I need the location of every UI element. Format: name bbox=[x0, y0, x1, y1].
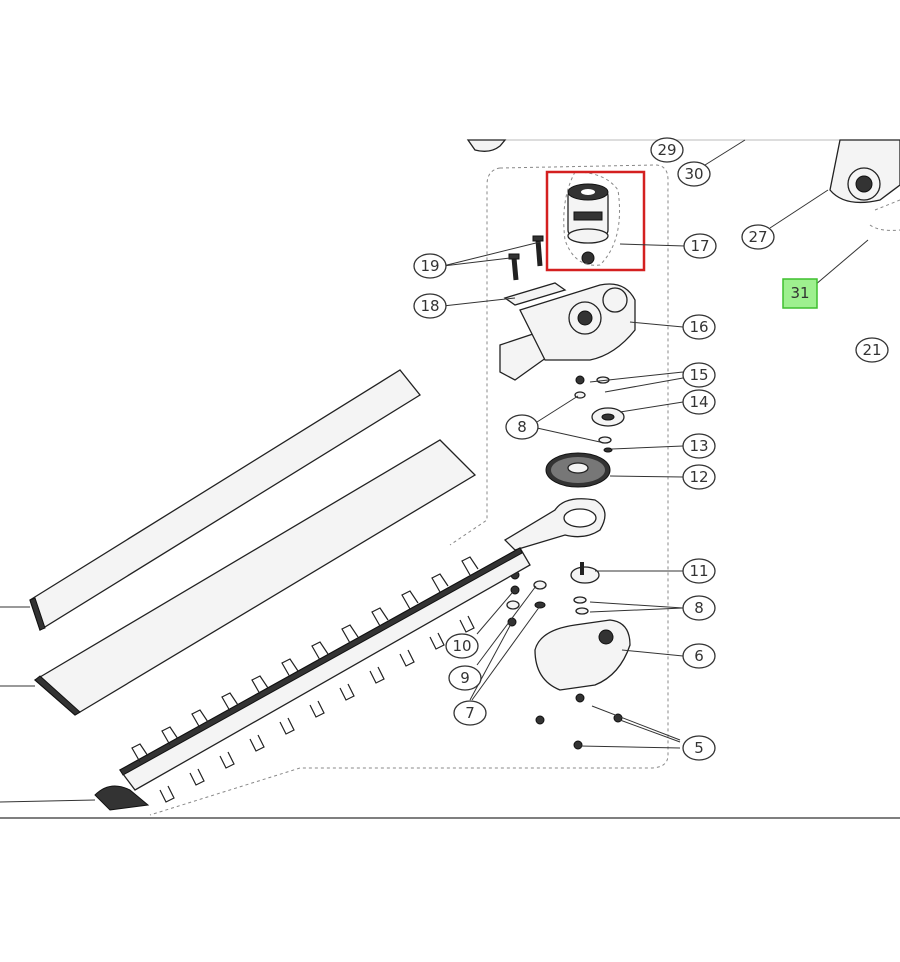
callout-8-lower: 8 bbox=[682, 595, 716, 621]
assembly-outline bbox=[149, 164, 669, 816]
svg-text:27: 27 bbox=[748, 228, 767, 246]
crank-part-11 bbox=[570, 562, 600, 615]
callout-9: 9 bbox=[448, 665, 482, 691]
svg-text:10: 10 bbox=[452, 637, 471, 655]
screws-part-5 bbox=[535, 693, 623, 750]
svg-text:14: 14 bbox=[689, 393, 708, 411]
motor-part-17 bbox=[563, 171, 621, 266]
blade-teeth bbox=[131, 556, 479, 803]
svg-text:30: 30 bbox=[684, 165, 703, 183]
leader-left-3 bbox=[0, 799, 96, 803]
cover-part-6 bbox=[534, 619, 631, 691]
svg-text:16: 16 bbox=[689, 318, 708, 336]
svg-text:17: 17 bbox=[690, 237, 709, 255]
callout-30: 30 bbox=[677, 161, 711, 187]
svg-text:9: 9 bbox=[460, 669, 470, 687]
callout-12: 12 bbox=[682, 464, 716, 490]
svg-text:11: 11 bbox=[689, 562, 708, 580]
callout-31: 31 bbox=[782, 278, 818, 309]
svg-text:29: 29 bbox=[657, 141, 676, 159]
partial-part-top bbox=[466, 139, 507, 152]
callout-19: 19 bbox=[413, 253, 447, 279]
svg-text:12: 12 bbox=[689, 468, 708, 486]
cutting-blade bbox=[94, 547, 531, 811]
bolts-part-19 bbox=[508, 235, 544, 281]
svg-text:7: 7 bbox=[465, 704, 475, 722]
selected-part-box bbox=[545, 170, 646, 272]
plate-part-18 bbox=[503, 282, 567, 306]
callout-17: 17 bbox=[683, 233, 717, 259]
callout-10: 10 bbox=[445, 633, 479, 659]
callout-11: 11 bbox=[682, 558, 716, 584]
callout-14: 14 bbox=[682, 389, 716, 415]
svg-text:19: 19 bbox=[420, 257, 439, 275]
callout-21: 21 bbox=[855, 337, 889, 363]
guide-bar-upper bbox=[29, 369, 421, 631]
gear-stack bbox=[545, 375, 625, 488]
svg-text:18: 18 bbox=[420, 297, 439, 315]
callout-5: 5 bbox=[682, 735, 716, 761]
gearbox-part-16 bbox=[499, 283, 636, 381]
callout-6: 6 bbox=[682, 643, 716, 669]
svg-text:5: 5 bbox=[694, 739, 704, 757]
callout-15: 15 bbox=[682, 362, 716, 388]
callout-29: 29 bbox=[650, 137, 684, 163]
callout-8-upper: 8 bbox=[505, 414, 539, 440]
callout-13: 13 bbox=[682, 433, 716, 459]
connecting-rod bbox=[503, 498, 606, 551]
svg-text:15: 15 bbox=[689, 366, 708, 384]
leader-lines bbox=[442, 139, 869, 749]
callout-16: 16 bbox=[682, 314, 716, 340]
callout-7: 7 bbox=[453, 700, 487, 726]
svg-text:8: 8 bbox=[694, 599, 704, 617]
svg-text:13: 13 bbox=[689, 437, 708, 455]
callout-18: 18 bbox=[413, 293, 447, 319]
handle-part-27 bbox=[829, 139, 900, 231]
svg-text:8: 8 bbox=[517, 418, 527, 436]
svg-text:31: 31 bbox=[790, 284, 809, 302]
svg-text:6: 6 bbox=[694, 647, 704, 665]
svg-text:21: 21 bbox=[862, 341, 881, 359]
callout-27: 27 bbox=[741, 224, 775, 250]
guide-bar-lower bbox=[33, 439, 477, 716]
